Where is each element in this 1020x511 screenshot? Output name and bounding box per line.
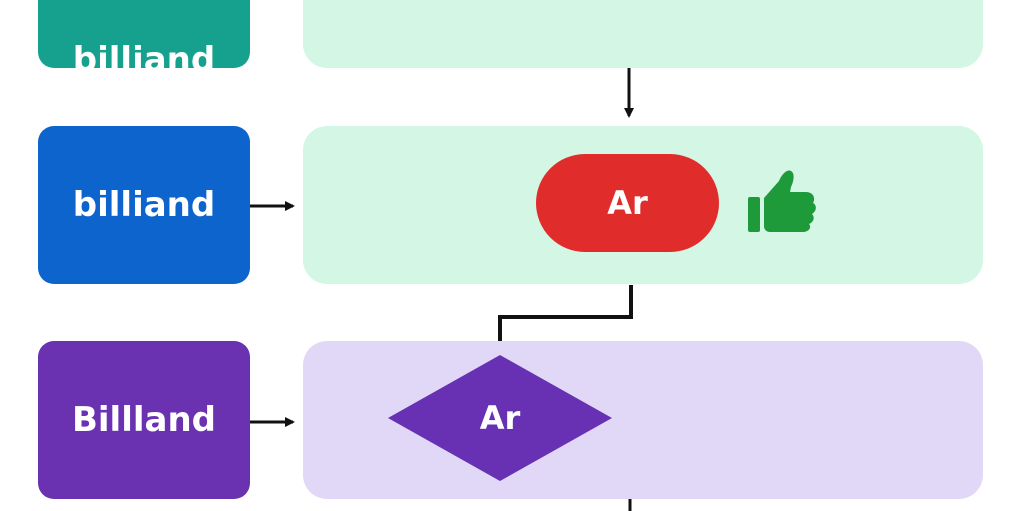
diamond-label-container: Ar (440, 393, 560, 443)
elbow-connector (498, 285, 633, 341)
pill-label: Ar (607, 184, 648, 222)
start-pill: Ar (536, 154, 719, 252)
row-1-label-box: billiand (38, 0, 250, 80)
thumbs-up-icon (748, 170, 816, 232)
row-2-label: billiand (72, 185, 216, 225)
diamond-label: Ar (479, 399, 521, 437)
decision-diamond (388, 355, 612, 481)
row-1-label: billiand (72, 40, 216, 80)
row-3-label: Billland (71, 400, 217, 440)
row-3-label-box: Billland (38, 341, 250, 499)
row-1-lane (303, 0, 983, 68)
row-2-label-box: billiand (38, 126, 250, 284)
